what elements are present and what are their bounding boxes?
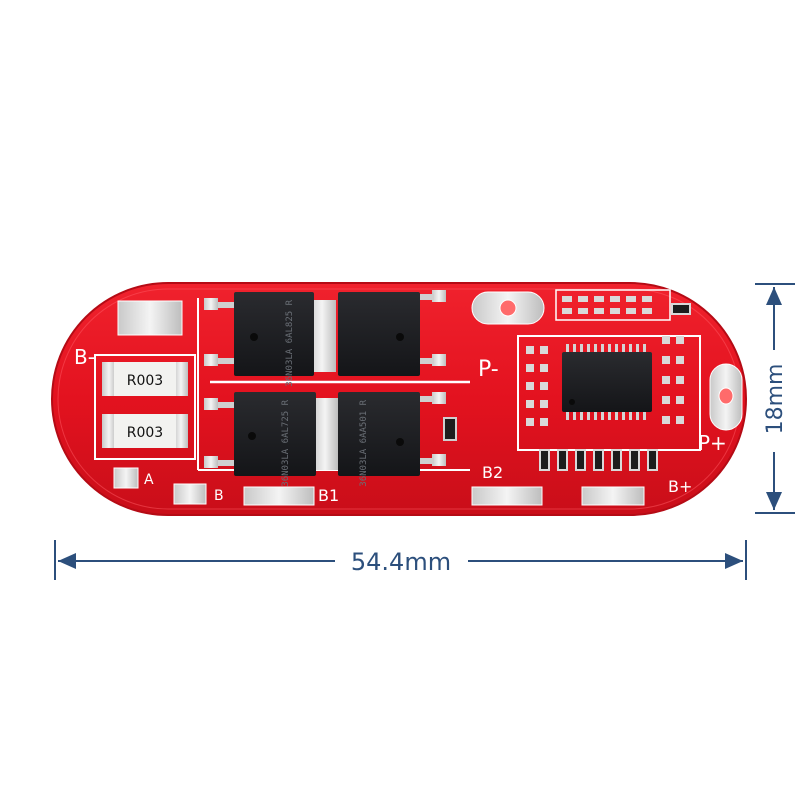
resistor-body	[114, 362, 176, 396]
resistor-terminal	[174, 414, 188, 448]
ic-leads	[566, 344, 646, 420]
silk-label-b-plus: B+	[668, 477, 692, 496]
silk-label-a: A	[144, 472, 154, 488]
solder-pad	[243, 486, 315, 506]
silk-label-b: B	[214, 488, 224, 504]
ic-body	[562, 352, 652, 412]
height-dimension: 18mm	[755, 283, 795, 514]
solder-pad	[581, 486, 645, 506]
mosfet-lead	[418, 396, 434, 402]
mosfet-lead	[204, 456, 218, 468]
mosfet-tab	[204, 298, 218, 310]
mounting-hole	[499, 299, 517, 317]
mosfet-body	[338, 292, 420, 376]
mosfet-4: 36N03LA 6AA501 R	[338, 392, 446, 487]
silk-label-b2: B2	[482, 463, 503, 482]
smd-col-right	[662, 336, 684, 424]
mosfet-tab	[432, 290, 446, 302]
silk-label-b1: B1	[318, 486, 339, 505]
mosfet-heatsink	[312, 398, 338, 470]
solder-pad	[471, 486, 543, 506]
mosfet-dot	[250, 333, 258, 341]
mosfet-lead	[218, 460, 234, 466]
solder-pad	[173, 483, 207, 505]
height-label: 18mm	[763, 364, 788, 435]
mosfet-lead	[218, 402, 234, 408]
width-label: 54.4mm	[351, 548, 451, 576]
mosfet-dot	[396, 438, 404, 446]
mosfet-1: 36N03LA 6AL825 R	[204, 292, 336, 387]
resistor-marking: R003	[127, 425, 163, 441]
mosfet-body	[338, 392, 420, 476]
ic-pin1-dot	[569, 399, 575, 405]
mosfet-lead	[204, 354, 218, 366]
solder-pad	[113, 467, 139, 489]
resistor-frame	[94, 354, 196, 460]
resistor-terminal	[174, 362, 188, 396]
mosfet-dot	[396, 333, 404, 341]
mosfet-lead	[418, 294, 434, 300]
smd-component	[443, 417, 457, 441]
smd-row-top	[562, 296, 652, 314]
resistor-terminal	[102, 362, 116, 396]
mosfet-lead	[418, 458, 434, 464]
silk-label-p-minus: P-	[478, 357, 499, 382]
mosfet-dot	[248, 432, 256, 440]
mosfet-lead	[432, 454, 446, 466]
mosfet-marking: 36N03LA 6AA501 R	[359, 399, 369, 486]
silk-frame	[517, 335, 701, 451]
mosfet-marking: 36N03LA 6AL725 R	[281, 399, 291, 486]
mosfet-lead	[218, 358, 234, 364]
silk-label-b-minus: B-	[74, 345, 95, 369]
smd-component	[671, 303, 691, 315]
mosfet-body	[234, 392, 316, 476]
mosfet-tab	[432, 392, 446, 404]
shunt-resistor-2: R003	[102, 414, 188, 448]
resistor-terminal	[102, 414, 116, 448]
mosfet-body	[234, 292, 314, 376]
mounting-hole	[718, 387, 734, 405]
smd-row-bottom	[539, 449, 658, 471]
mosfet-tab	[204, 398, 218, 410]
resistor-body	[114, 414, 176, 448]
width-dimension: 54.4mm	[54, 540, 747, 580]
mosfet-lead	[218, 302, 234, 308]
silk-label-p-plus: P+	[698, 431, 727, 455]
shunt-resistor-1: R003	[102, 362, 188, 396]
test-pad	[117, 300, 183, 336]
pcb-board: B- R003 R003 A B B1 B2 B+	[51, 282, 747, 516]
mosfet-3: 36N03LA 6AL725 R	[204, 392, 338, 487]
silk-frame	[555, 289, 671, 321]
mosfet-marking: 36N03LA 6AL825 R	[285, 299, 295, 386]
resistor-marking: R003	[127, 373, 163, 389]
smd-col-left	[526, 346, 548, 426]
mosfet-2	[338, 290, 446, 376]
mosfet-lead	[432, 354, 446, 366]
mosfet-lead	[418, 358, 434, 364]
control-section	[517, 289, 701, 471]
